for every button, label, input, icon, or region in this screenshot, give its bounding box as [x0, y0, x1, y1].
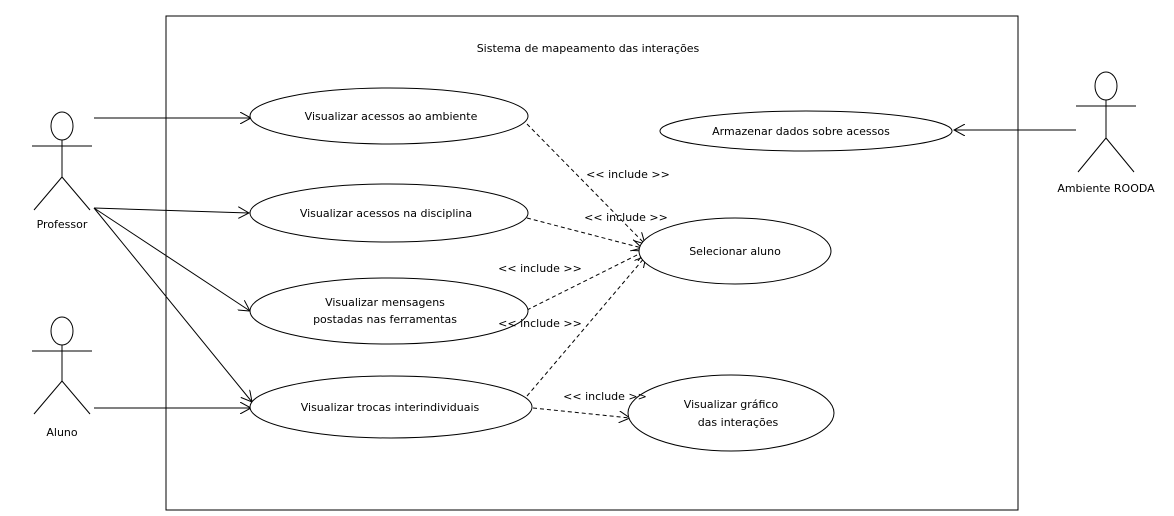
actor-aluno-label: Aluno — [46, 426, 78, 439]
actor-professor[interactable]: Professor — [32, 111, 92, 231]
include-label-3: << include >> — [498, 262, 582, 275]
use-case-visualizar-mensagens[interactable]: Visualizar mensagens postadas nas ferram… — [249, 277, 529, 345]
use-case-visualizar-acessos-ambiente[interactable]: Visualizar acessos ao ambiente — [249, 87, 529, 145]
include-trocas-grafico — [532, 407, 630, 418]
actor-ambiente-head — [1094, 71, 1118, 101]
include-label-4: << include >> — [498, 317, 582, 330]
use-case-label-line2: postadas nas ferramentas — [313, 313, 457, 326]
use-case-label: Armazenar dados sobre acessos — [712, 125, 890, 138]
include-mensagens-selecionar — [526, 251, 645, 311]
use-case-label: Visualizar trocas interindividuais — [301, 401, 480, 414]
system-boundary — [165, 15, 1019, 511]
include-label-1: << include >> — [586, 168, 670, 181]
use-case-label: Visualizar acessos ao ambiente — [305, 110, 478, 123]
actor-professor-head — [50, 111, 74, 141]
actor-professor-label: Professor — [37, 218, 88, 231]
use-case-armazenar-dados[interactable]: Armazenar dados sobre acessos — [659, 110, 953, 152]
actor-ambiente-rooda[interactable]: Ambiente ROODA — [1057, 71, 1155, 195]
use-case-label: Visualizar acessos na disciplina — [300, 207, 472, 220]
use-case-label-line1: Visualizar gráfico — [684, 398, 779, 411]
use-case-selecionar-aluno[interactable]: Selecionar aluno — [638, 217, 832, 285]
actor-aluno[interactable]: Aluno — [32, 316, 92, 439]
use-case-visualizar-grafico[interactable]: Visualizar gráfico das interações — [627, 374, 835, 452]
assoc-professor-trocas — [93, 207, 252, 402]
assoc-professor-acessos-disciplina — [93, 208, 249, 213]
use-case-label: Selecionar aluno — [689, 245, 781, 258]
use-case-visualizar-trocas[interactable]: Visualizar trocas interindividuais — [249, 375, 533, 439]
actor-aluno-head — [50, 316, 74, 346]
assoc-professor-mensagens — [93, 207, 250, 311]
include-trocas-selecionar — [526, 256, 646, 397]
system-title: Sistema de mapeamento das interações — [477, 42, 700, 55]
include-label-2: << include >> — [584, 211, 668, 224]
use-case-visualizar-acessos-disciplina[interactable]: Visualizar acessos na disciplina — [249, 183, 529, 243]
include-acessos-disciplina-selecionar — [526, 217, 642, 248]
include-label-5: << include >> — [563, 390, 647, 403]
use-case-label-line1: Visualizar mensagens — [325, 296, 445, 309]
use-case-label-line2: das interações — [698, 416, 779, 429]
include-acessos-ambiente-selecionar — [526, 123, 645, 244]
actor-ambiente-label: Ambiente ROODA — [1057, 182, 1155, 195]
